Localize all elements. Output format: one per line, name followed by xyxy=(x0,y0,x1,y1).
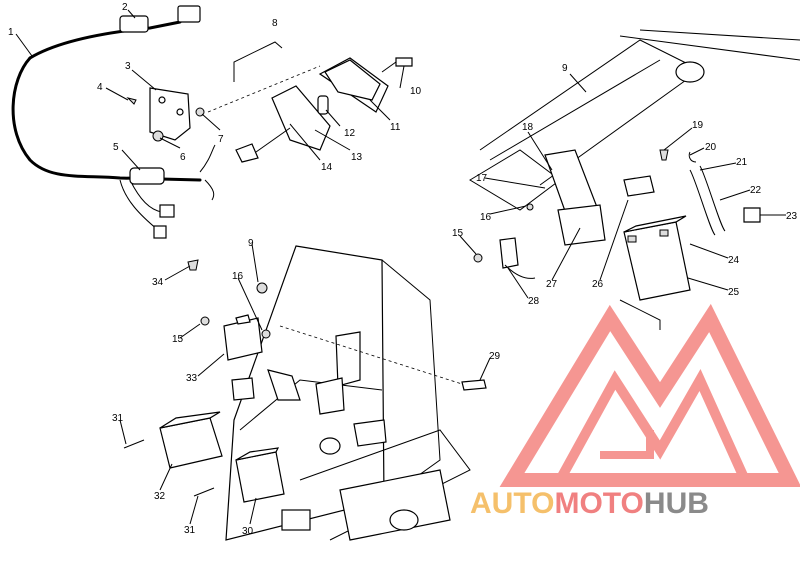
callout-24: 24 xyxy=(728,255,740,266)
callout-3: 3 xyxy=(125,61,131,72)
callout-15-dup: 15 xyxy=(172,334,184,345)
callout-14: 14 xyxy=(321,162,333,173)
callout-20: 20 xyxy=(705,142,717,153)
callout-9: 9 xyxy=(562,63,568,74)
callout-1: 1 xyxy=(8,27,14,38)
callout-25: 25 xyxy=(728,287,740,298)
callout-16-dup: 16 xyxy=(232,271,244,282)
rear-frame xyxy=(469,29,800,279)
callout-10: 10 xyxy=(410,86,422,97)
wiring-harness xyxy=(11,5,216,239)
callout-32: 32 xyxy=(154,491,166,502)
callout-22: 22 xyxy=(750,185,762,196)
callout-19: 19 xyxy=(692,120,704,131)
callout-7: 7 xyxy=(218,134,224,145)
watermark-logo-mark xyxy=(499,303,800,487)
callout-6: 6 xyxy=(180,152,186,163)
tail-light-assembly xyxy=(207,41,413,163)
callout-18: 18 xyxy=(522,122,534,133)
callout-28: 28 xyxy=(528,296,540,307)
battery xyxy=(619,149,761,330)
callout-4: 4 xyxy=(97,82,103,93)
leader-lines xyxy=(15,9,786,525)
callout-12: 12 xyxy=(344,128,356,139)
callout-21: 21 xyxy=(736,157,748,168)
box-30 xyxy=(235,447,285,503)
connector-2 xyxy=(119,15,149,33)
harness-connector-5 xyxy=(129,167,165,185)
callout-labels: 1 2 3 4 5 6 7 8 9 10 11 12 13 14 15 16 1… xyxy=(8,2,798,537)
callout-26: 26 xyxy=(592,279,604,290)
callout-31: 31 xyxy=(112,413,124,424)
fasteners xyxy=(123,259,487,497)
callout-5: 5 xyxy=(113,142,119,153)
callout-33: 33 xyxy=(186,373,198,384)
watermark-part-auto: AUTO xyxy=(470,487,554,520)
watermark-part-moto: MOTO xyxy=(554,487,643,520)
callout-30: 30 xyxy=(242,526,254,537)
callout-2: 2 xyxy=(122,2,128,13)
callout-27: 27 xyxy=(546,279,558,290)
box-32 xyxy=(159,411,223,469)
callout-17: 17 xyxy=(476,173,488,184)
watermark-text: AUTOMOTOHUB xyxy=(470,487,709,520)
callout-31-dup: 31 xyxy=(184,525,196,536)
callout-15: 15 xyxy=(452,228,464,239)
watermark-part-hub: HUB xyxy=(644,487,709,520)
callout-11: 11 xyxy=(390,122,401,133)
svg-text:AUTOMOTOHUB: AUTOMOTOHUB xyxy=(470,487,709,520)
callout-16: 16 xyxy=(480,212,492,223)
callout-8: 8 xyxy=(272,18,278,29)
relay-33 xyxy=(223,314,263,361)
callout-13: 13 xyxy=(351,152,363,163)
mount-plate xyxy=(126,87,205,142)
callout-23: 23 xyxy=(786,211,798,222)
callout-34: 34 xyxy=(152,277,164,288)
callout-9-dup: 9 xyxy=(248,238,254,249)
callout-29: 29 xyxy=(489,351,501,362)
